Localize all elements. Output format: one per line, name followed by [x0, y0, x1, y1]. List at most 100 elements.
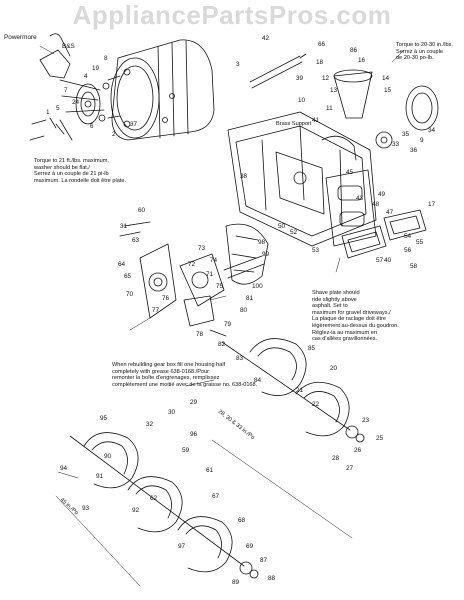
part-callout: 91 — [96, 473, 104, 480]
part-callout: 93 — [82, 505, 90, 512]
part-callout: 83 — [236, 355, 244, 362]
range-brackets — [55, 439, 353, 587]
part-callout: 82 — [218, 341, 226, 348]
part-callout: 36 — [410, 147, 418, 154]
part-callout: 58 — [410, 263, 418, 270]
part-callout: 97 — [178, 543, 186, 550]
part-callout: 69 — [246, 543, 254, 550]
part-callout: 99 — [262, 251, 270, 258]
part-callout: 95 — [100, 415, 108, 422]
part-callout: 87 — [260, 557, 268, 564]
part-callout: 55 — [416, 239, 424, 246]
part-callout: 67 — [212, 493, 220, 500]
part-callout: 92 — [132, 507, 140, 514]
part-callout: 73 — [198, 245, 206, 252]
part-callout: 59 — [182, 447, 190, 454]
part-callout: 48 — [372, 201, 380, 208]
part-callout: 39 — [296, 75, 304, 82]
part-callout: 86 — [350, 47, 358, 54]
part-callout: 1 — [46, 109, 50, 116]
part-callout: 68 — [238, 517, 246, 524]
part-callout: 62 — [150, 495, 158, 502]
part-callout: 60 — [138, 207, 146, 214]
part-callout: 66 — [318, 41, 326, 48]
part-callout: 57 — [376, 257, 384, 264]
part-callout: 20 — [330, 365, 338, 372]
label-bs: B&S — [62, 43, 75, 50]
part-callout: 70 — [126, 291, 134, 298]
label-brass-support: Brass Support — [276, 121, 312, 127]
part-callout: 2 — [112, 131, 116, 138]
part-callout: 9 — [420, 137, 424, 144]
label-powermore: Powermore — [4, 34, 37, 41]
part-callout: 34 — [428, 127, 436, 134]
watermark: AppliancePartsPros.com — [72, 0, 392, 30]
part-callout: 74 — [210, 257, 218, 264]
part-callout: 27 — [346, 465, 354, 472]
note-shave-plate: Shave plate should ride slightly above a… — [312, 290, 399, 343]
part-callout: 63 — [132, 237, 140, 244]
part-callout: 50 — [278, 223, 286, 230]
engine-pulley-assembly — [29, 33, 110, 141]
part-callout: 81 — [246, 295, 254, 302]
part-callout: 23 — [362, 417, 370, 424]
part-callout: 100 — [252, 283, 263, 290]
part-callout: 85 — [308, 345, 316, 352]
part-callout: 94 — [60, 465, 68, 472]
part-callout: 31 — [120, 223, 128, 230]
part-callout: 75 — [216, 283, 224, 290]
impeller — [225, 223, 269, 285]
part-callout: 41 — [312, 117, 320, 124]
part-callout: 24 — [72, 99, 80, 106]
part-callout: 47 — [386, 209, 394, 216]
part-callout: 19 — [92, 65, 100, 72]
part-callout: 35 — [402, 131, 410, 138]
part-callout: 38 — [240, 173, 248, 180]
auger-housing-frame — [227, 111, 377, 247]
part-callout: 43 — [356, 195, 364, 202]
part-callout: 77 — [152, 307, 160, 314]
chute-and-bearings — [249, 53, 439, 149]
part-callout: 78 — [196, 331, 204, 338]
part-callout: 3 — [236, 61, 240, 68]
part-callout: 18 — [316, 59, 324, 66]
part-callout: 96 — [190, 431, 198, 438]
part-callout: 5 — [56, 105, 60, 112]
part-callout: 64 — [118, 261, 126, 268]
part-callout: 45 — [346, 169, 354, 176]
part-callout: 14 — [382, 75, 390, 82]
part-callout: 40 — [384, 257, 392, 264]
part-callout: 42 — [262, 35, 270, 42]
part-callout: 6 — [90, 123, 94, 130]
part-callout: 49 — [378, 191, 386, 198]
part-callout: 76 — [162, 295, 170, 302]
part-callout: 15 — [384, 87, 392, 94]
auger-set-large — [69, 432, 259, 579]
side-plate — [325, 169, 377, 247]
part-callout: 53 — [312, 247, 320, 254]
part-callout: 65 — [124, 273, 132, 280]
leader-lines — [39, 45, 405, 479]
part-callout: 28 — [332, 455, 340, 462]
label-range-45: 45 in./Po — [59, 497, 79, 516]
part-callout: 32 — [146, 421, 154, 428]
part-callout: 61 — [206, 467, 214, 474]
part-callout: 25 — [376, 435, 384, 442]
part-callout: 29 — [190, 399, 198, 406]
part-callout: 72 — [188, 261, 196, 268]
part-callout: 4 — [84, 73, 88, 80]
part-callout: 88 — [268, 575, 276, 582]
part-callout: 84 — [254, 377, 262, 384]
part-callout: 8 — [104, 55, 108, 62]
part-callout: 22 — [312, 401, 320, 408]
part-callout: 30 — [168, 409, 176, 416]
note-torque-bearing: Torque to 20-30 in./lbs. Serrez à un cou… — [396, 42, 453, 62]
part-callout: 11 — [326, 105, 333, 112]
part-callout: 10 — [298, 97, 306, 104]
part-callout: 13 — [330, 87, 338, 94]
part-callout: 26 — [354, 447, 362, 454]
part-callout: 12 — [322, 75, 330, 82]
part-callout: 17 — [428, 201, 436, 208]
